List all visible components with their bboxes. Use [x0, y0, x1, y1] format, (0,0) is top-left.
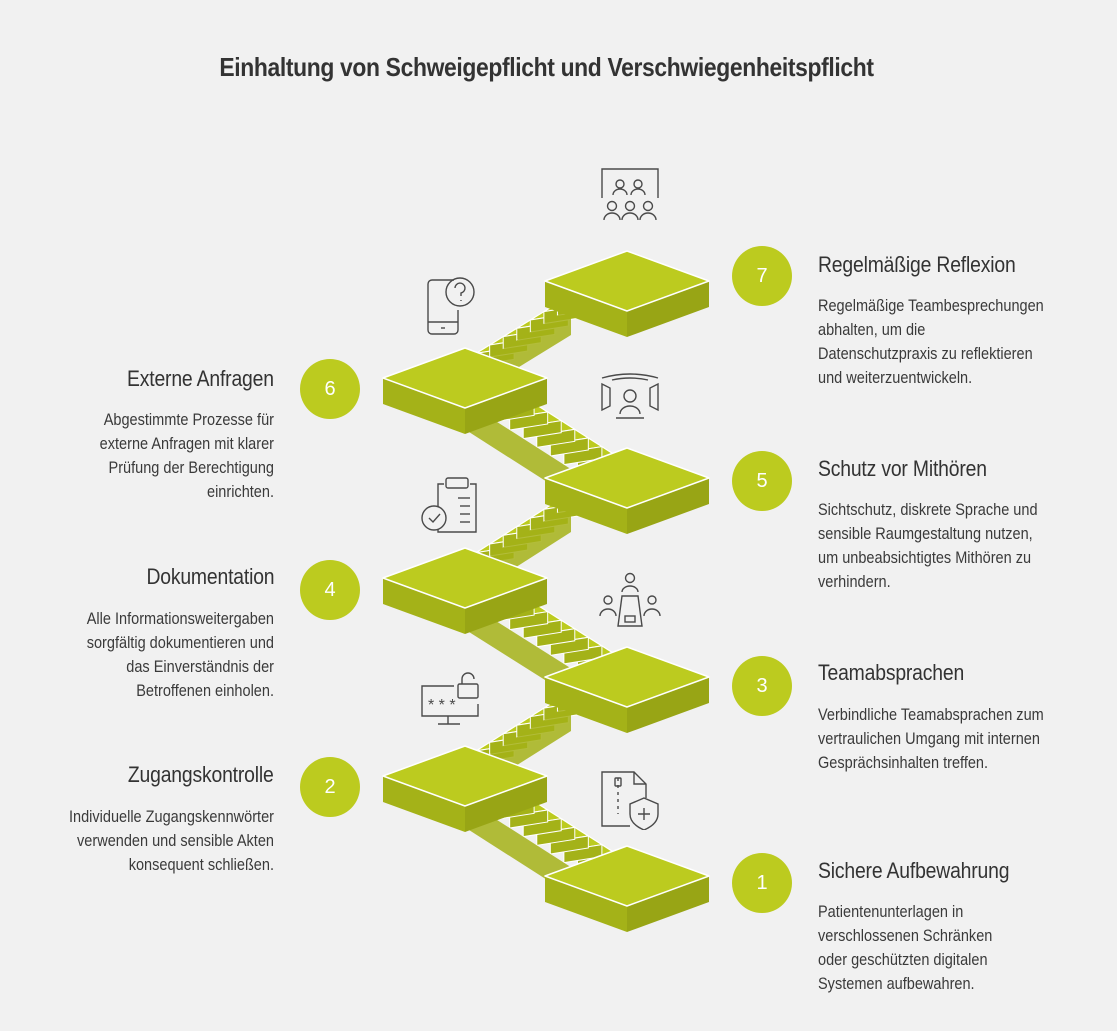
landing-side-right	[627, 677, 709, 733]
landing-side-right	[627, 281, 709, 337]
step-2-line: Individuelle Zugangskennwörter	[68, 808, 274, 826]
svg-text:* * *: * * *	[428, 697, 456, 714]
step-5-number: 5	[756, 469, 768, 492]
step-5-line: um unbeabsichtigtes Mithören zu	[818, 549, 1032, 567]
step-6-description: Abgestimmte Prozesse für externe Anfrage…	[19, 408, 274, 504]
step-7-title: Regelmäßige Reflexion	[818, 252, 1016, 277]
step-6-line: einrichten.	[206, 483, 274, 501]
step-7-line: Datenschutzpraxis zu reflektieren	[818, 345, 1033, 363]
step-7-line: abhalten, um die	[818, 321, 926, 339]
step-5-line: verhindern.	[818, 573, 891, 591]
step-6-title: Externe Anfragen	[127, 366, 274, 391]
landing-top	[544, 845, 710, 907]
step-7-badge: 7	[732, 246, 792, 306]
step-1-title: Sichere Aufbewahrung	[818, 858, 1010, 883]
landing-side-left	[545, 677, 627, 733]
step-2-line: verwenden und sensible Akten	[77, 832, 274, 850]
step-6-line: Abgestimmte Prozesse für	[103, 411, 274, 429]
landing-side-left	[545, 876, 627, 932]
step-4-line: Betroffenen einholen.	[136, 682, 274, 700]
step-2-number: 2	[324, 775, 336, 798]
step-4-number: 4	[324, 578, 336, 601]
step-6-badge: 6	[300, 359, 360, 419]
group-presentation-icon	[601, 168, 659, 221]
step-5-badge: 5	[732, 451, 792, 511]
step-3-title: Teamabsprachen	[818, 660, 965, 685]
step-1-line: Patientenunterlagen in	[818, 903, 964, 921]
step-3-line: Verbindliche Teamabsprachen zum	[818, 706, 1044, 724]
step-7-number: 7	[756, 264, 768, 287]
landing-top	[382, 745, 548, 807]
team-meeting-icon	[599, 572, 661, 627]
step-4-title: Dokumentation	[146, 564, 274, 589]
landing-side-left	[383, 578, 465, 634]
step-4-badge: 4	[300, 560, 360, 620]
step-2-line: konsequent schließen.	[128, 856, 274, 874]
landing-side-left	[545, 478, 627, 534]
landing-top	[382, 347, 548, 409]
document-shield-icon	[601, 771, 659, 830]
step-3-line: vertraulichen Umgang mit internen	[818, 730, 1040, 748]
landing-top	[544, 250, 710, 312]
step-6-number: 6	[324, 377, 336, 400]
step-6-line: externe Anfragen mit klarer	[99, 435, 274, 453]
step-5-line: sensible Raumgestaltung nutzen,	[818, 525, 1033, 543]
landing-side-right	[465, 378, 547, 434]
step-4-description: Alle Informationsweitergaben sorgfältig …	[19, 607, 274, 703]
landing-top	[544, 447, 710, 509]
step-6-line: Prüfung der Berechtigung	[108, 459, 274, 477]
landing-top	[382, 547, 548, 609]
page-title: Einhaltung von Schweigepflicht und Versc…	[219, 52, 874, 82]
step-4-line: sorgfältig dokumentieren und	[86, 634, 274, 652]
step-2-title: Zugangskontrolle	[128, 762, 274, 787]
landing-side-right	[627, 876, 709, 932]
private-booth-icon	[601, 373, 659, 419]
landing-side-left	[383, 378, 465, 434]
landing-side-left	[383, 776, 465, 832]
step-3-badge: 3	[732, 656, 792, 716]
step-3-line: Gesprächsinhalten treffen.	[818, 754, 989, 772]
step-1-number: 1	[756, 871, 768, 894]
step-1-line: oder geschützten digitalen	[818, 951, 988, 969]
step-1-badge: 1	[732, 853, 792, 913]
password-lock-icon: * * *	[421, 672, 479, 725]
landing-top	[544, 646, 710, 708]
landing-side-right	[465, 776, 547, 832]
phone-question-icon	[427, 277, 475, 335]
landing-side-right	[627, 478, 709, 534]
step-7-line: Regelmäßige Teambesprechungen	[818, 297, 1044, 315]
step-4-line: Alle Informationsweitergaben	[86, 610, 274, 628]
step-3-number: 3	[756, 674, 768, 697]
step-7-description: Regelmäßige Teambesprechungen abhalten, …	[818, 294, 1073, 390]
step-1-description: Patientenunterlagen in verschlossenen Sc…	[818, 900, 1073, 996]
step-1-line: Systemen aufbewahren.	[818, 975, 975, 993]
step-1-line: verschlossenen Schränken	[818, 927, 993, 945]
step-4-line: das Einverständnis der	[126, 658, 274, 676]
landing-side-left	[545, 281, 627, 337]
step-7-line: und weiterzuentwickeln.	[818, 369, 973, 387]
step-2-badge: 2	[300, 757, 360, 817]
landing-side-right	[465, 578, 547, 634]
step-5-title: Schutz vor Mithören	[818, 456, 987, 481]
step-2-description: Individuelle Zugangskennwörter verwenden…	[19, 805, 274, 877]
step-5-description: Sichtschutz, diskrete Sprache und sensib…	[818, 498, 1073, 594]
clipboard-check-icon	[421, 477, 477, 533]
step-3-description: Verbindliche Teamabsprachen zum vertraul…	[818, 703, 1073, 775]
step-5-line: Sichtschutz, diskrete Sprache und	[818, 501, 1038, 519]
